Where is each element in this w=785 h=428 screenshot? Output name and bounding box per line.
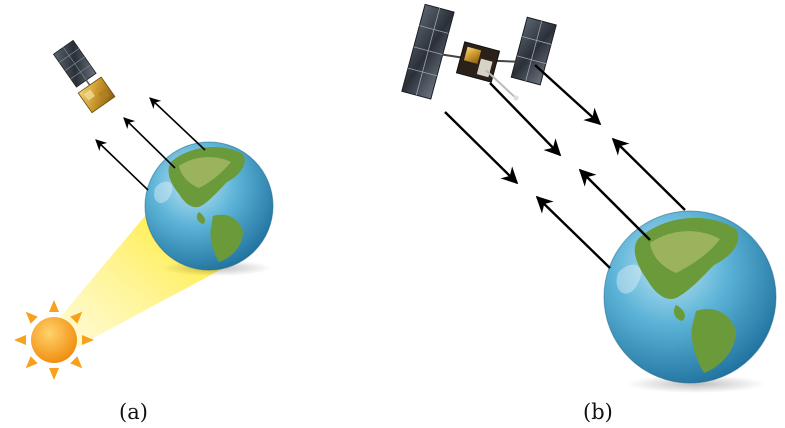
panel-a: [14, 39, 274, 380]
caption-panel-b: (b): [583, 400, 613, 424]
signal-arrow: [95, 139, 149, 191]
signal-arrow: [578, 168, 651, 241]
signal-arrow: [611, 137, 686, 211]
signal-arrow: [123, 117, 176, 169]
signal-arrow: [535, 195, 611, 269]
satellite-icon: [52, 39, 116, 114]
sun-icon: [14, 300, 94, 380]
signal-arrow: [534, 64, 602, 126]
caption-panel-a: (a): [119, 400, 148, 424]
earth-globe-icon: [144, 141, 274, 276]
panel-b: [401, 3, 777, 393]
signal-arrow: [489, 82, 562, 157]
earth-globe-icon: [603, 210, 777, 393]
signal-arrow: [149, 97, 206, 151]
signal-arrow: [444, 111, 519, 185]
satellite-icon: [401, 3, 557, 101]
